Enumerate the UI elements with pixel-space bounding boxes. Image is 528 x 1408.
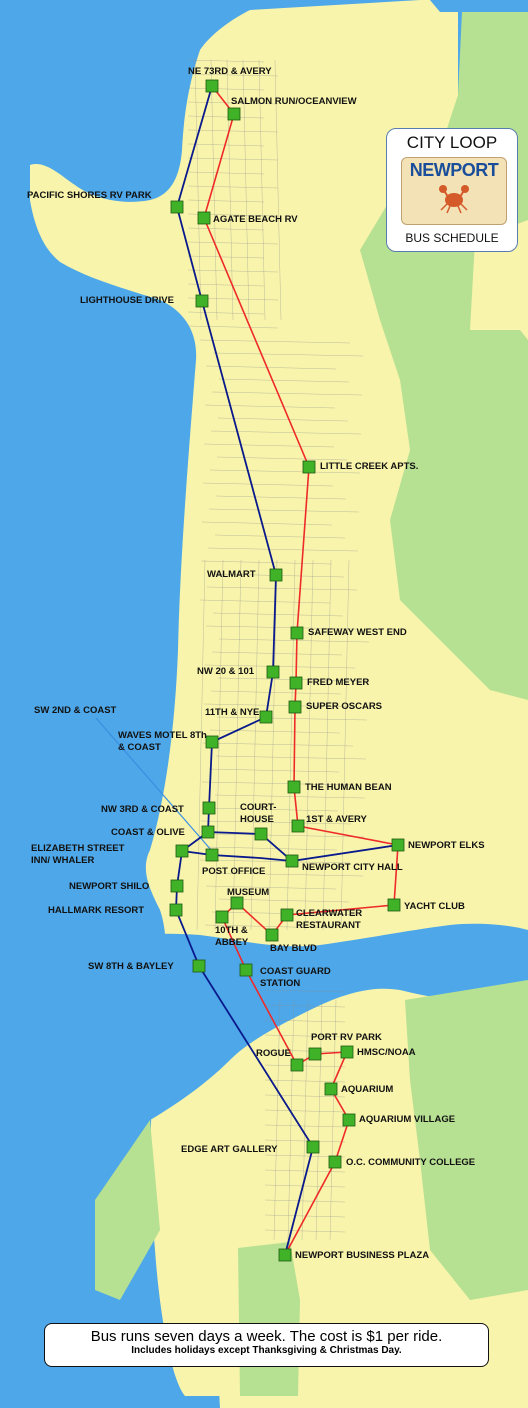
- stop-marker-littlecreek: [302, 460, 316, 474]
- stop-marker-edgeart: [306, 1140, 320, 1154]
- logo-title: CITY LOOP: [406, 133, 498, 152]
- stop-label-museum: MUSEUM: [227, 887, 269, 898]
- stop-marker-bizplaza: [278, 1248, 292, 1262]
- stop-label-postoffice: POST OFFICE: [202, 866, 265, 877]
- stop-label-edgeart: EDGE ART GALLERY: [181, 1144, 278, 1155]
- stop-label-shilo: NEWPORT SHILO: [69, 881, 149, 892]
- fare-info-line: Bus runs seven days a week. The cost is …: [90, 1328, 443, 1345]
- stop-marker-humanbean: [287, 780, 301, 794]
- stop-label-hallmark: HALLMARK RESORT: [48, 905, 144, 916]
- holiday-info-line: Includes holidays except Thanksgiving & …: [131, 1345, 402, 1356]
- stop-marker-cityhall: [285, 854, 299, 868]
- stop-marker-clearwater: [280, 908, 294, 922]
- stop-marker-11thnye: [259, 710, 273, 724]
- stop-marker-sw8th: [192, 959, 206, 973]
- stop-marker-occc: [328, 1155, 342, 1169]
- stop-label-safeway: SAFEWAY WEST END: [308, 627, 407, 638]
- city-loop-logo-card: CITY LOOP NEWPORT BUS SCHEDULE: [386, 128, 518, 252]
- stop-label-lighthouse: LIGHTHOUSE DRIVE: [80, 295, 174, 306]
- stop-label-sw8th: SW 8TH & BAYLEY: [88, 961, 174, 972]
- stop-marker-agate: [197, 211, 211, 225]
- stop-marker-10thabbey: [215, 910, 229, 924]
- bus-stop-markers: [169, 79, 405, 1262]
- stop-label-littlecreek: LITTLE CREEK APTS.: [320, 461, 418, 472]
- stop-label-rogue: ROGUE: [256, 1048, 291, 1059]
- stop-label-aquarium: AQUARIUM: [341, 1084, 393, 1095]
- stop-label-coastolive: COAST & OLIVE: [111, 827, 185, 838]
- stop-marker-nw20: [266, 665, 280, 679]
- stop-marker-hmsc: [340, 1045, 354, 1059]
- stop-label-elks: NEWPORT ELKS: [408, 840, 485, 851]
- stop-marker-nw3rd: [202, 801, 216, 815]
- stop-marker-aqvillage: [342, 1113, 356, 1127]
- stop-marker-aquarium: [324, 1082, 338, 1096]
- stop-marker-ne73: [205, 79, 219, 93]
- stop-marker-pacific: [170, 200, 184, 214]
- stop-marker-1stavery: [291, 819, 305, 833]
- stop-marker-rogue: [290, 1058, 304, 1072]
- stop-label-nw20: NW 20 & 101: [197, 666, 255, 677]
- stop-label-nw3rd: NW 3RD & COAST: [101, 804, 184, 815]
- stop-label-11thnye: 11TH & NYE: [205, 707, 259, 718]
- stop-marker-lighthouse: [195, 294, 209, 308]
- yaquina-bay: [0, 923, 528, 1180]
- stop-marker-courthouse: [254, 827, 268, 841]
- stop-marker-postoffice: [205, 848, 219, 862]
- callout-label-sw2nd: SW 2ND & COAST: [34, 705, 117, 716]
- stop-marker-coastolive: [201, 825, 215, 839]
- stop-label-portrv: PORT RV PARK: [311, 1032, 382, 1043]
- newport-badge: NEWPORT: [401, 157, 507, 225]
- stop-label-agate: AGATE BEACH RV: [213, 214, 298, 225]
- stop-label-yacht: YACHT CLUB: [404, 901, 465, 912]
- stop-marker-yacht: [387, 898, 401, 912]
- stop-label-humanbean: THE HUMAN BEAN: [305, 782, 392, 793]
- stop-marker-superoscars: [288, 700, 302, 714]
- sw2nd-pointer-line: [95, 717, 213, 852]
- stop-label-1stavery: 1ST & AVERY: [306, 814, 368, 825]
- stop-marker-hallmark: [169, 903, 183, 917]
- stop-marker-museum: [230, 896, 244, 910]
- stop-marker-shilo: [170, 879, 184, 893]
- stop-marker-elks: [391, 838, 405, 852]
- stop-label-walmart: WALMART: [207, 569, 256, 580]
- stop-label-waves: WAVES MOTEL 8Th& COAST: [118, 730, 207, 753]
- forest-park-area-south: [405, 980, 528, 1300]
- stop-label-salmon: SALMON RUN/OCEANVIEW: [231, 96, 357, 107]
- stop-marker-portrv: [308, 1047, 322, 1061]
- stop-marker-salmon: [227, 107, 241, 121]
- stop-label-fredmeyer: FRED MEYER: [307, 677, 369, 688]
- stop-label-baybl: BAY BLVD: [270, 943, 317, 954]
- stop-marker-coastguard: [239, 963, 253, 977]
- stop-label-bizplaza: NEWPORT BUSINESS PLAZA: [295, 1250, 429, 1261]
- stop-label-occc: O.C. COMMUNITY COLLEGE: [346, 1157, 475, 1168]
- stop-marker-baybl: [265, 928, 279, 942]
- stop-label-superoscars: SUPER OSCARS: [306, 701, 382, 712]
- logo-brand: NEWPORT: [409, 160, 499, 180]
- stop-label-hmsc: HMSC/NOAA: [357, 1047, 416, 1058]
- stop-label-ne73: NE 73RD & AVERY: [188, 66, 272, 77]
- stop-label-pacific: PACIFIC SHORES RV PARK: [27, 190, 152, 201]
- stop-label-courthouse: COURT-HOUSE: [240, 802, 276, 825]
- stop-marker-fredmeyer: [289, 676, 303, 690]
- stop-marker-safeway: [290, 626, 304, 640]
- stop-marker-waves: [205, 735, 219, 749]
- fare-info-box: Bus runs seven days a week. The cost is …: [44, 1323, 489, 1367]
- stop-marker-elizabeth: [175, 844, 189, 858]
- logo-subtitle: BUS SCHEDULE: [405, 231, 499, 245]
- stop-label-aqvillage: AQUARIUM VILLAGE: [359, 1114, 455, 1125]
- crab-icon: [439, 185, 469, 214]
- forest-park-area-southwest: [238, 1242, 300, 1396]
- stop-label-cityhall: NEWPORT CITY HALL: [302, 862, 403, 873]
- bus-stop-labels: NE 73RD & AVERY SALMON RUN/OCEANVIEW PACIF…: [27, 66, 485, 1261]
- stop-marker-walmart: [269, 568, 283, 582]
- forest-park-area-west: [95, 1120, 160, 1300]
- stop-label-10thabbey: 10TH &ABBEY: [215, 925, 249, 948]
